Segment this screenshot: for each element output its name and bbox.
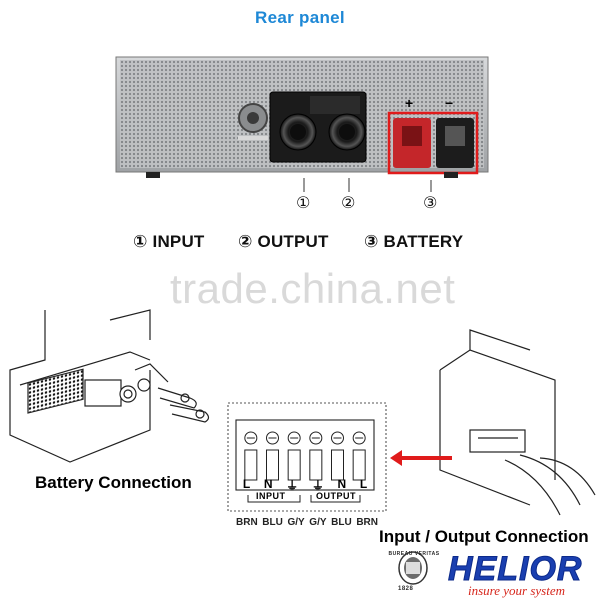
terminal-label: N: [263, 477, 273, 491]
terminal-label: L: [242, 477, 251, 491]
wire-color: G/Y: [309, 517, 327, 528]
terminal-clamp: [266, 449, 279, 481]
watermark: trade.china.net: [170, 265, 456, 312]
legend-battery: ③ BATTERY: [364, 232, 464, 251]
wiring-diagrams: [9, 309, 596, 516]
terminal-clamp: [244, 449, 258, 481]
helior-logo: HELIOR: [447, 550, 583, 589]
callout-3: ③: [423, 193, 438, 212]
io-connection-caption: Input / Output Connection: [379, 527, 589, 546]
terminal-label: ⏚: [286, 479, 299, 493]
page-title: Rear panel: [255, 8, 345, 27]
negative-mark: −: [445, 95, 454, 111]
legend-input: ① INPUT: [133, 232, 205, 251]
certification-name: BUREAU VERITAS: [388, 551, 440, 557]
terminal-clamp: [309, 449, 323, 481]
terminal-clamp: [331, 449, 344, 481]
terminal-label: L: [359, 477, 368, 491]
output-group-label: OUTPUT: [316, 491, 356, 501]
helior-tagline: insure your system: [468, 583, 566, 598]
io-connection-sketch: [439, 329, 596, 516]
positive-mark: +: [405, 95, 414, 111]
terminal-clamp: [287, 449, 301, 481]
battery-connection-caption: Battery Connection: [35, 473, 192, 492]
battery-highlight-box: [387, 111, 479, 175]
rear-panel-illustration: [115, 56, 489, 192]
red-arrow-icon: [390, 450, 452, 466]
terminal-labels: L N ⏚ ⏚ N L: [236, 477, 374, 494]
battery-connection-sketch: [9, 309, 210, 463]
wire-color: BRN: [356, 517, 378, 528]
callout-2: ②: [341, 193, 356, 212]
wire-color: G/Y: [287, 517, 305, 528]
terminal-label: N: [337, 477, 347, 491]
legend-output: ② OUTPUT: [238, 232, 329, 251]
wire-color-row: BRN BLU G/Y G/Y BLU BRN: [236, 517, 378, 528]
callout-1: ①: [296, 193, 311, 212]
wire-color: BLU: [331, 517, 352, 528]
terminal-clamp: [352, 449, 366, 481]
bureau-veritas-seal-icon: [398, 551, 428, 585]
input-group-label: INPUT: [256, 491, 286, 501]
certification-text: 1828: [398, 586, 414, 592]
wire-color: BLU: [262, 517, 283, 528]
wire-color: BRN: [236, 517, 258, 528]
terminal-label: ⏚: [311, 479, 324, 493]
